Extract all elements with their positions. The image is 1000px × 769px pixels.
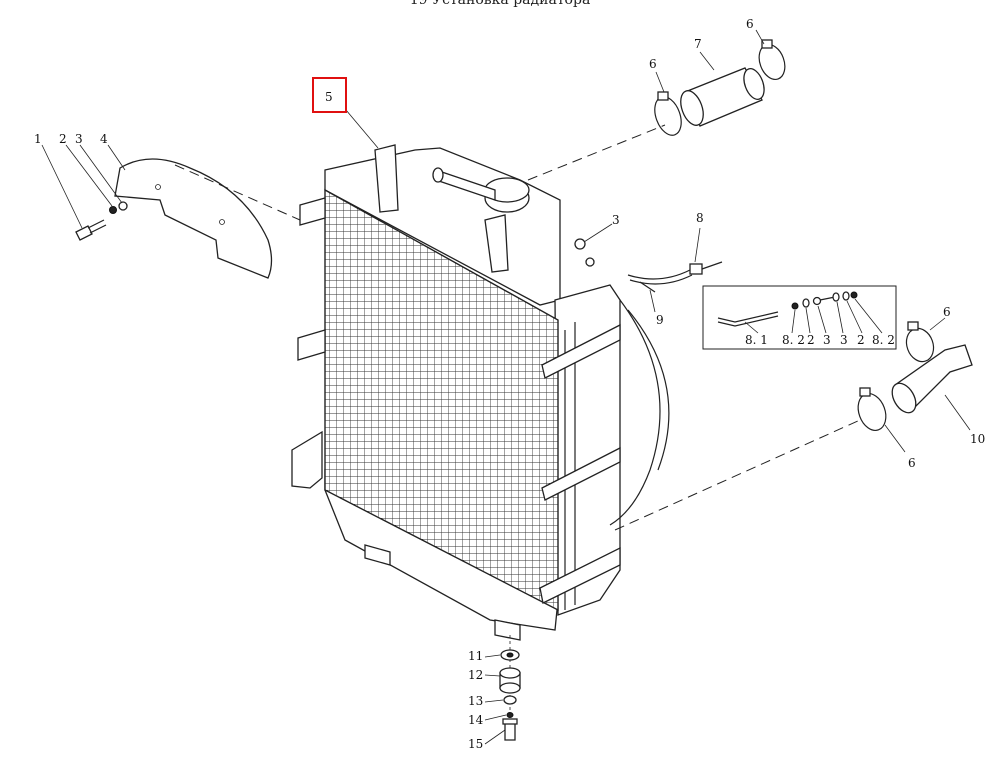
callout-12: 12	[468, 668, 483, 682]
callout-3-left: 3	[75, 132, 83, 146]
lock-washer-part-14	[506, 712, 514, 718]
hose-clamp-part-6-b	[758, 39, 786, 81]
detail-label-2-right: 2	[857, 333, 865, 347]
flat-washer-part-3	[118, 201, 128, 211]
lock-washer-part-2	[109, 206, 117, 214]
hose-clamp-part-6-c	[905, 321, 935, 363]
detail-label-8-2-right: 8. 2	[872, 333, 895, 347]
callout-6-lower-left: 6	[908, 456, 916, 470]
detail-label-8-2-left: 8. 2	[782, 333, 805, 347]
bolt-part-15	[504, 721, 516, 741]
callout-10: 10	[970, 432, 985, 446]
lower-hose-part-10	[891, 344, 973, 414]
callout-9: 9	[656, 313, 664, 327]
callout-11: 11	[468, 649, 483, 663]
callout-6-upper-left: 6	[649, 57, 657, 71]
hose-clamp-part-6-d	[857, 387, 887, 431]
washer-part-13	[503, 695, 517, 705]
detail-box	[702, 285, 897, 350]
diagram-title: 19 Установка радиатора	[409, 0, 591, 8]
callout-5: 5	[325, 90, 333, 104]
bottom-mount-stack	[499, 635, 521, 741]
radiator-part-5	[291, 144, 670, 641]
hose-clamp-part-6-a	[654, 91, 682, 136]
assembly-line-lower-hose	[614, 419, 861, 531]
callout-14: 14	[468, 713, 484, 727]
callout-leaders	[41, 29, 971, 745]
callout-3-right: 3	[612, 213, 620, 227]
assembly-line-shroud	[174, 164, 301, 221]
detail-label-2-left: 2	[807, 333, 815, 347]
upper-hose-part-7	[680, 67, 765, 127]
callout-15: 15	[468, 737, 483, 751]
drain-pipe-part-8	[627, 261, 723, 293]
shroud-cover-part-4	[114, 158, 273, 279]
callout-7: 7	[694, 37, 702, 51]
detail-label-3-right: 3	[840, 333, 848, 347]
callout-4: 4	[100, 132, 108, 146]
callout-2: 2	[59, 132, 67, 146]
callout-6-upper-right: 6	[746, 17, 754, 31]
bolt-part-1	[75, 219, 107, 241]
callout-13: 13	[468, 694, 483, 708]
detail-label-8-1: 8. 1	[745, 333, 768, 347]
callout-8: 8	[696, 211, 704, 225]
callout-6-lower-right: 6	[943, 305, 951, 319]
callout-5-highlight	[312, 77, 347, 113]
callout-1: 1	[34, 132, 42, 146]
assembly-line-upper-hose	[527, 124, 666, 181]
detail-label-3-left: 3	[823, 333, 831, 347]
